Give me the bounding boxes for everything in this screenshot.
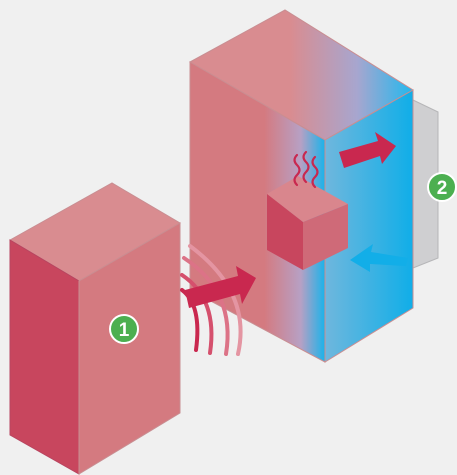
radiator-box-front <box>9 239 80 475</box>
radiator-box-side <box>78 222 181 475</box>
heat-source-cube <box>267 176 348 270</box>
badge-2: 2 <box>427 172 457 202</box>
outgoing-heat-arrow-icon <box>339 132 396 168</box>
radiator-box <box>8 182 181 475</box>
badge-1: 1 <box>109 314 139 344</box>
heat-waves-icon <box>293 150 319 189</box>
radiation-arrow-icon <box>185 266 256 308</box>
incoming-cold-arrow-icon <box>350 244 408 272</box>
